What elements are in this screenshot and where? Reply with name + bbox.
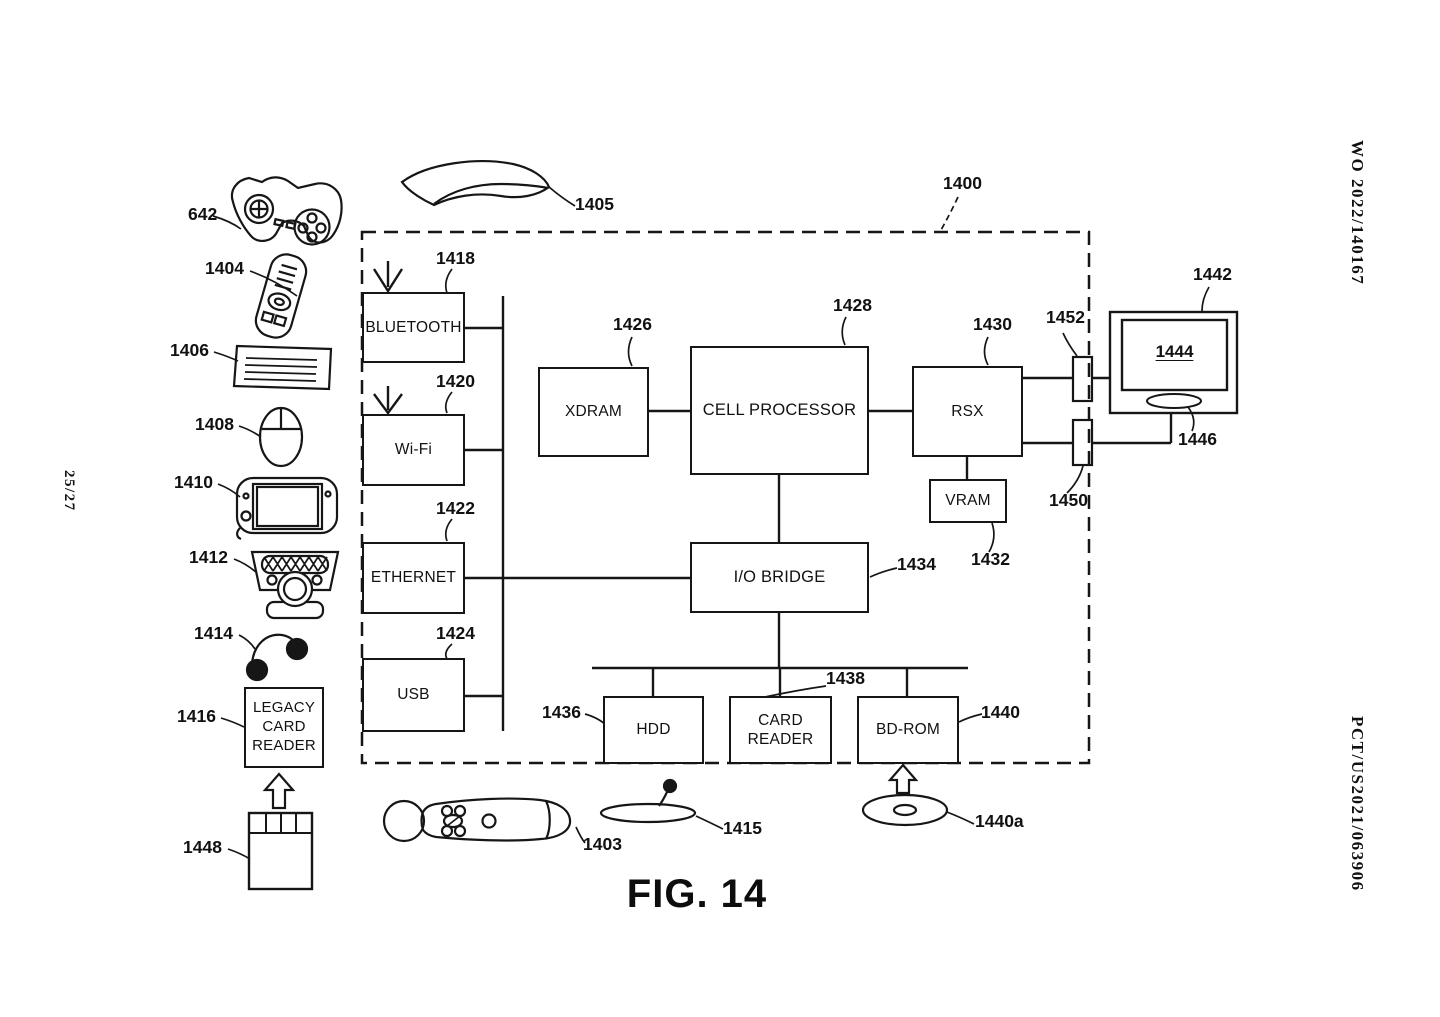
cell-processor-block: CELL PROCESSOR xyxy=(690,346,869,475)
ref-1426: 1426 xyxy=(613,314,652,334)
microphone-icon xyxy=(599,778,697,824)
card-reader-block: CARD READER xyxy=(729,696,832,764)
video-connector-icon xyxy=(1071,355,1094,403)
xdram-label: XDRAM xyxy=(565,403,622,421)
cell-processor-label: CELL PROCESSOR xyxy=(702,401,857,420)
figure-caption: FIG. 14 xyxy=(626,872,768,916)
ref-1406: 1406 xyxy=(170,340,209,360)
wifi-antenna-arrow-icon xyxy=(373,386,403,416)
ref-1404: 1404 xyxy=(205,258,244,278)
ethernet-block: ETHERNET xyxy=(362,542,465,614)
optical-disc-icon xyxy=(861,793,949,827)
vram-block: VRAM xyxy=(929,479,1007,523)
ref-1424: 1424 xyxy=(436,623,475,643)
ref-1452: 1452 xyxy=(1046,307,1085,327)
headset-icon xyxy=(245,633,309,682)
ref-1442: 1442 xyxy=(1193,264,1232,284)
xdram-block: XDRAM xyxy=(538,367,649,457)
video-camera-icon xyxy=(250,550,340,620)
wifi-label: Wi-Fi xyxy=(394,441,433,459)
application-number: PCT/US2021/063906 xyxy=(1348,716,1367,892)
rsx-label: RSX xyxy=(951,402,984,420)
io-bridge-block: I/O BRIDGE xyxy=(690,542,869,613)
usb-block: USB xyxy=(362,658,465,732)
system-boundary xyxy=(360,230,1091,765)
ref-1448: 1448 xyxy=(183,837,222,857)
usb-label: USB xyxy=(397,686,430,704)
ref-1420: 1420 xyxy=(436,371,475,391)
ref-1432: 1432 xyxy=(971,549,1010,569)
ref-1418: 1418 xyxy=(436,248,475,268)
hdd-block: HDD xyxy=(603,696,704,764)
ref-1410: 1410 xyxy=(174,472,213,492)
ref-1405: 1405 xyxy=(575,194,614,214)
3d-glasses-icon xyxy=(400,160,551,207)
ref-1434: 1434 xyxy=(897,554,936,574)
rsx-block: RSX xyxy=(912,366,1023,457)
ref-1403: 1403 xyxy=(583,834,622,854)
card-reader-label: CARD READER xyxy=(747,711,814,748)
ref-1430: 1430 xyxy=(973,314,1012,334)
bd-rom-label: BD-ROM xyxy=(875,721,941,739)
ref-1444: 1444 xyxy=(1155,342,1194,361)
remote-control-icon xyxy=(254,253,308,339)
ref-1428: 1428 xyxy=(833,295,872,315)
move-controller-icon xyxy=(382,797,572,843)
speaker-icon xyxy=(1146,393,1202,409)
ref-1436: 1436 xyxy=(542,702,581,722)
bd-rom-up-arrow-icon xyxy=(887,763,919,795)
ref-1415: 1415 xyxy=(723,818,762,838)
io-bridge-label: I/O BRIDGE xyxy=(733,568,826,587)
ref-1440a: 1440a xyxy=(975,811,1024,831)
ref-1440: 1440 xyxy=(981,702,1020,722)
hdd-label: HDD xyxy=(636,721,671,739)
game-controller-icon xyxy=(230,176,343,246)
ref-1422: 1422 xyxy=(436,498,475,518)
legacy-reader-up-arrow-icon xyxy=(262,772,296,810)
audio-connector-icon xyxy=(1071,418,1094,467)
monitor-icon xyxy=(1108,310,1239,415)
ref-1438: 1438 xyxy=(826,668,865,688)
legacy-card-reader-label: LEGACY CARD READER xyxy=(252,699,316,754)
ref-1408: 1408 xyxy=(195,414,234,434)
vram-label: VRAM xyxy=(945,492,991,510)
bluetooth-label: BLUETOOTH xyxy=(365,318,462,336)
legacy-memory-card-icon xyxy=(247,811,314,891)
ref-1412: 1412 xyxy=(189,547,228,567)
wifi-block: Wi-Fi xyxy=(362,414,465,486)
keyboard-icon xyxy=(232,344,333,391)
mouse-icon xyxy=(258,406,304,468)
publication-number: WO 2022/140167 xyxy=(1348,140,1367,286)
bd-rom-block: BD-ROM xyxy=(857,696,959,764)
ref-1414: 1414 xyxy=(194,623,233,643)
legacy-card-reader-block: LEGACY CARD READER xyxy=(244,687,324,768)
ethernet-label: ETHERNET xyxy=(370,569,457,587)
ref-1416: 1416 xyxy=(177,706,216,726)
ref-642: 642 xyxy=(188,204,218,224)
ref-1446: 1446 xyxy=(1178,429,1217,449)
handheld-console-icon xyxy=(235,476,339,541)
bluetooth-block: BLUETOOTH xyxy=(362,292,465,363)
ref-1400: 1400 xyxy=(943,173,982,193)
ref-1450: 1450 xyxy=(1049,490,1088,510)
sheet-index: 25/27 xyxy=(61,470,77,512)
connection-lines xyxy=(465,296,1173,731)
bluetooth-antenna-arrow-icon xyxy=(372,261,404,294)
